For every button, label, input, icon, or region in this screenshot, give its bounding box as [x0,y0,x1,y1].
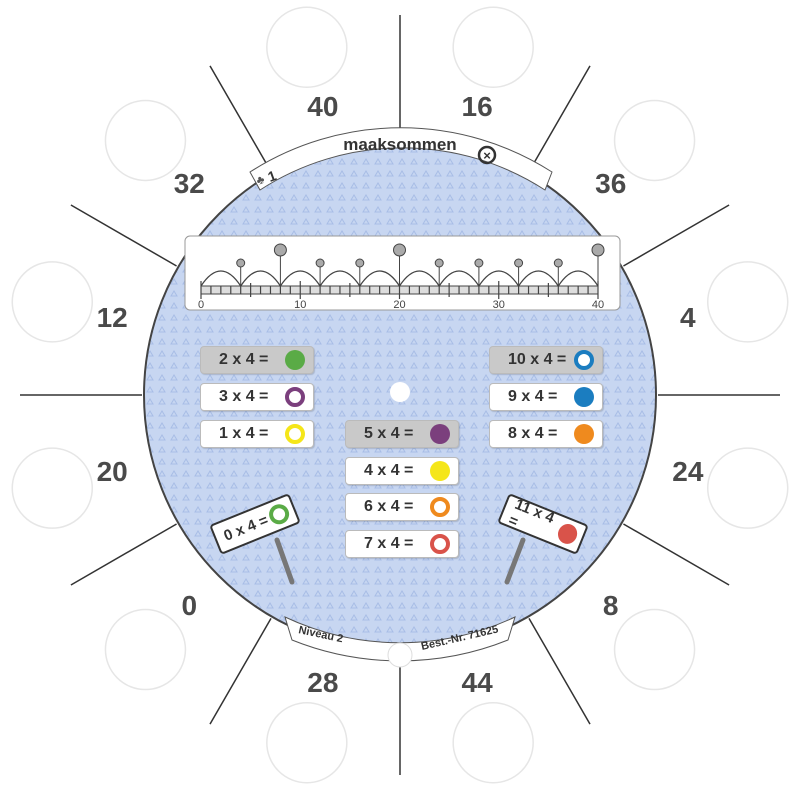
equation-card[interactable]: 10 x 4 = [489,346,603,374]
tick-label: 10 [294,299,306,311]
equation-card[interactable]: 3 x 4 = [200,383,314,411]
jump-arc [557,270,599,287]
equation-label: 6 x 4 = [364,498,414,515]
scallop-cutout [452,6,534,89]
answer-number: 0 [181,589,198,621]
center-hole [390,382,410,402]
tick-label: 20 [393,299,405,311]
ring-icon [266,501,293,528]
scallop-cutout [706,261,789,343]
pin-head [236,258,246,268]
jump-arc [478,270,520,287]
equation-label: 2 x 4 = [219,351,269,368]
ring-icon [430,534,450,554]
equation-label: 5 x 4 = [364,425,414,442]
pin-head [514,258,524,268]
bottom-notch [387,642,413,668]
equation-card[interactable]: 8 x 4 = [489,420,603,448]
equation-label: 3 x 4 = [219,388,269,405]
jump-arc [398,270,440,287]
pin-head [355,258,365,268]
equation-label: 10 x 4 = [508,351,567,368]
dot-icon [574,424,594,444]
equation-label: 8 x 4 = [508,425,558,442]
spoke [209,65,272,172]
title-banner [249,127,553,191]
ring-icon [574,350,594,370]
pin-head [553,258,563,268]
spoke [70,523,177,586]
jump-arc [279,270,321,287]
title-text: maaksommen [343,135,456,154]
ring-icon [285,387,305,407]
scallop-cutout [104,608,187,691]
scallop-cutout [613,608,696,691]
answer-number: 40 [307,91,339,123]
pin-head [434,258,444,268]
scallop-cutout [706,447,789,529]
tick-label: 30 [493,299,505,311]
answer-number: 8 [602,589,619,621]
footer-banner [284,616,516,662]
tick-label: 40 [592,299,604,311]
equation-card[interactable]: 5 x 4 = [345,420,459,448]
scallop-cutout [452,701,534,784]
answer-number: 24 [672,456,704,488]
sign-post-right [504,537,526,585]
answer-number: 44 [461,666,493,698]
scallop-cutout [266,701,348,784]
scallop-cutout [11,447,94,529]
dot-icon [430,424,450,444]
equation-label: 4 x 4 = [364,462,414,479]
answer-number: 12 [96,301,128,333]
pin-head [273,243,287,257]
equation-card[interactable]: 1 x 4 = [200,420,314,448]
equation-card[interactable]: 9 x 4 = [489,383,603,411]
number-line: 0 10 20 30 40 [198,243,605,311]
spoke [528,618,591,725]
jump-arc [359,270,401,287]
pin-head [393,243,406,257]
spoke [528,65,591,172]
equation-label: 1 x 4 = [219,425,269,442]
pin-head [315,258,325,268]
equation-label: 7 x 4 = [364,535,414,552]
dot-icon [574,387,594,407]
jump-arc [438,270,480,287]
scallop-cutout [11,261,94,343]
scallop-cutout [613,99,696,182]
spoke [623,204,730,267]
scallop-cutout [266,6,348,89]
equation-card[interactable]: 2 x 4 = [200,346,314,374]
svg-text:×: × [483,148,491,163]
tick-label: 0 [198,299,204,311]
spoke [623,523,730,586]
spoke [70,204,177,267]
jump-arc [319,270,361,287]
jump-arc [200,270,242,287]
answer-number: 20 [96,456,128,488]
answer-number: 32 [173,168,205,200]
sign-post-left [274,537,295,585]
jump-arc [240,270,281,287]
equation-card[interactable]: 7 x 4 = [345,530,459,558]
ring-icon [430,497,450,517]
equation-card[interactable]: 6 x 4 = [345,493,459,521]
ring-icon [285,424,305,444]
scallop-cutout [104,99,187,182]
answer-number: 4 [680,301,696,333]
spoke [209,618,272,725]
jump-arc [518,270,559,287]
close-icon[interactable]: × [477,145,497,165]
pin-head [591,243,605,257]
equation-card[interactable]: 4 x 4 = [345,457,459,485]
dot-icon [285,350,305,370]
answer-number: 36 [595,168,627,200]
equation-label: 9 x 4 = [508,388,558,405]
answer-number: 28 [307,666,339,698]
pin-head [474,258,484,268]
answer-number: 16 [461,91,493,123]
dot-icon [430,461,450,481]
